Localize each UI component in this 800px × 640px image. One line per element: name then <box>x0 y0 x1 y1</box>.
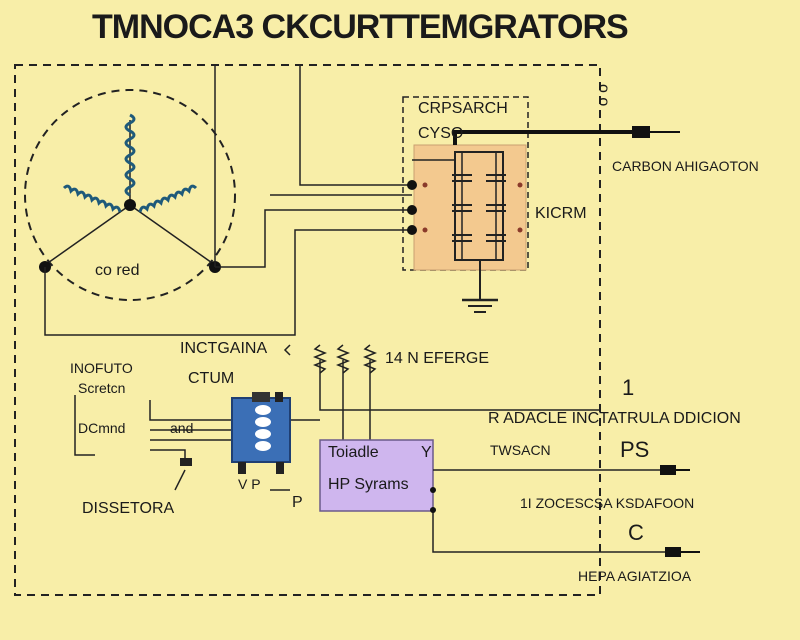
p-label: P <box>292 494 303 511</box>
mount-symbol-label: o o <box>595 84 612 107</box>
control-chip <box>231 392 291 474</box>
diode-symbol <box>180 458 192 466</box>
ps-label: PS <box>620 437 650 462</box>
dcmnd-label: DCmnd <box>78 420 126 436</box>
radacle-label: R ADACLE INCTATRULA DDICION <box>488 410 741 427</box>
coil-left <box>62 184 122 213</box>
dissetora-label: DISSETORA <box>82 500 175 517</box>
output-wires <box>432 469 665 553</box>
control-wires <box>74 344 600 491</box>
capacitor-sub-label: CYSO <box>418 125 464 142</box>
vp-label: V P <box>238 476 261 492</box>
carbon-output <box>453 126 680 145</box>
induction-label-line1: INOFUTO <box>70 360 133 376</box>
coil-top <box>124 113 136 197</box>
capacitor-top-label: CRPSARCH <box>418 100 508 117</box>
one-label: 1 <box>622 375 635 400</box>
stator-winding <box>24 89 236 301</box>
system-box-line2: HP Syrams <box>328 476 409 493</box>
capacitor-module <box>402 96 529 313</box>
carbon-indicator-label: CARBON AHIGAOTON <box>612 158 759 174</box>
outer-dashed-border <box>14 64 601 596</box>
system-box-line1: Toiadle <box>328 444 379 461</box>
system-box-y: Y <box>421 444 432 461</box>
output-plug-tips <box>676 469 700 553</box>
stator-wires <box>44 65 412 336</box>
resistors <box>312 344 378 374</box>
induction-label-line2: Scretcn <box>78 380 126 396</box>
and-label: and <box>170 420 194 436</box>
system-box <box>319 439 434 512</box>
hepa-label: HEPA AGIATZIOA <box>578 568 692 584</box>
energe-label: 14 N EFERGE <box>385 350 490 367</box>
c-label: C <box>628 520 644 545</box>
diagram-title: TMNOCA3 CKCURTTEMGRATORS <box>92 8 629 46</box>
inctgaina-label: INCTGAINA <box>180 340 268 357</box>
ctum-label: CTUM <box>188 370 235 387</box>
zocescsa-label: 1I ZOCESCSA KSDAFOON <box>520 495 695 511</box>
output-dots <box>430 487 436 513</box>
stator-core-label: co red <box>95 262 140 279</box>
kicrm-label: KICRM <box>535 205 587 222</box>
output-plugs <box>660 465 681 557</box>
twsacn-label: TWSACN <box>490 442 551 458</box>
coil-right <box>138 184 198 213</box>
